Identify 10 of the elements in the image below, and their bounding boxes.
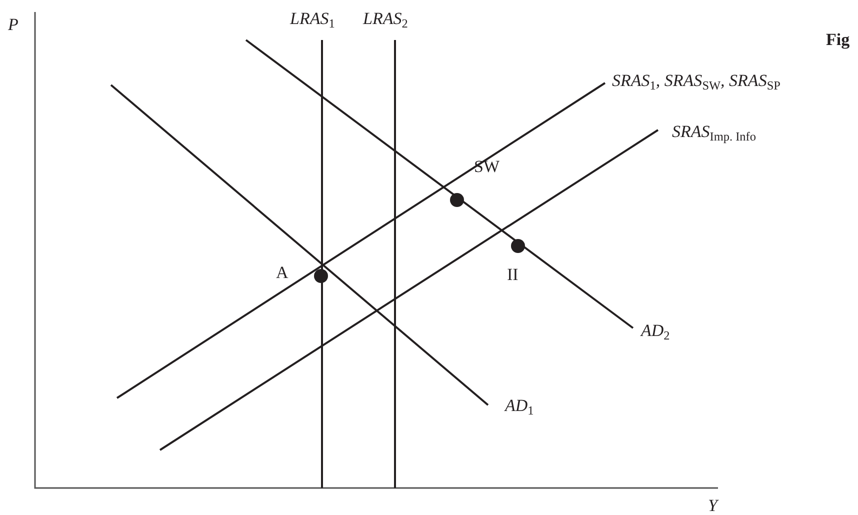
point-label: A	[276, 264, 288, 281]
curve-label: LRAS$_{1}$	[290, 10, 335, 27]
figure-label: Fig	[826, 31, 850, 48]
curve-label: SRAS$_{1}$, SRAS$_{SW}$, SRAS$_{SP}$	[612, 72, 780, 89]
curve-label: AD$_{2}$	[641, 322, 670, 339]
curve-label: AD$_{1}$	[505, 397, 534, 414]
curve-label: LRAS$_{2}$	[363, 10, 408, 27]
point-label: II	[507, 266, 518, 283]
axis-label: Y	[708, 497, 718, 514]
axis-label: P	[8, 16, 18, 33]
